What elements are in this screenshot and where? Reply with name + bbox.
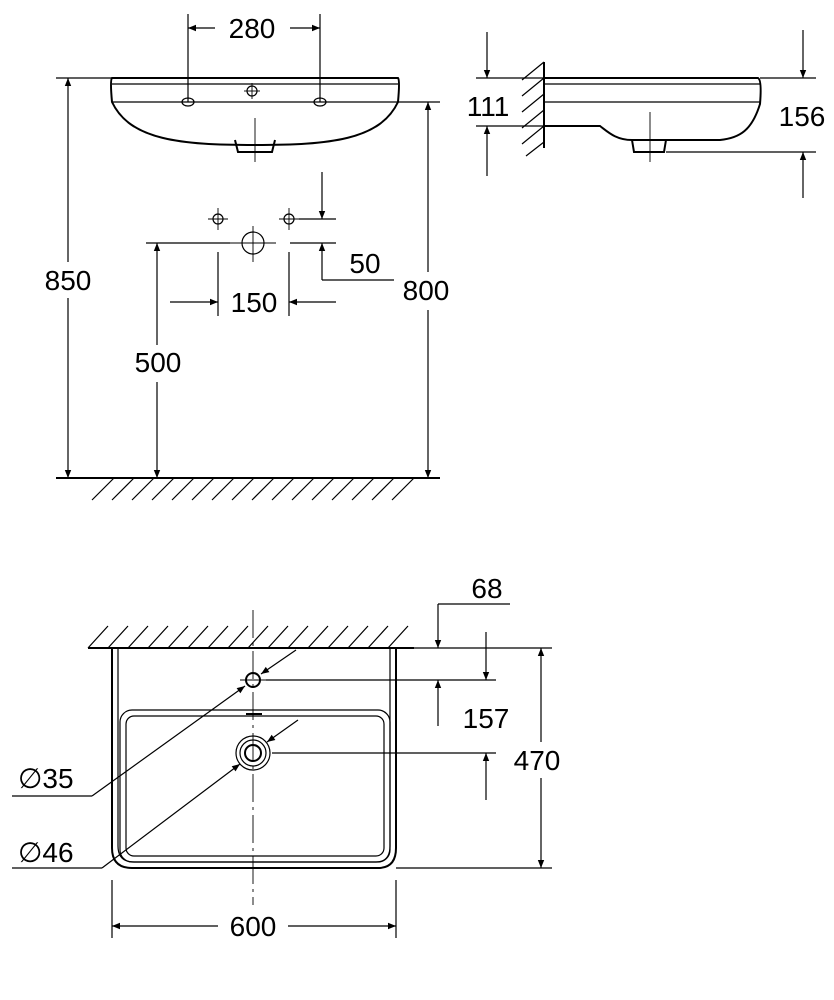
basin-top-outline: [111, 648, 397, 869]
dim-wall-offset: 68: [471, 573, 502, 604]
basin-side-outline: [544, 77, 762, 141]
dim-rim-height: 800: [403, 275, 450, 306]
top-view: 68 157 470 600 ∅35 ∅46: [12, 573, 560, 942]
side-view: 111 156: [467, 30, 826, 198]
wall-hatch-top: [87, 625, 409, 649]
dim-projection: 470: [514, 745, 561, 776]
wall-fixing-left: [208, 208, 228, 230]
dim-fixing-offset: 50: [349, 248, 380, 279]
waste-drain: [235, 735, 271, 771]
wall-waste-outlet: [230, 226, 276, 262]
dim-total-height: 850: [45, 265, 92, 296]
dim-waste-height: 500: [135, 347, 182, 378]
dim-waste-dia: ∅46: [18, 837, 74, 868]
front-view: 280 850 800 150: [45, 13, 450, 501]
dim-taphole-offset: 157: [463, 703, 510, 734]
dim-width: 600: [230, 911, 277, 942]
dim-tap-spacing: 280: [229, 13, 276, 44]
dim-depth-lower: 156: [779, 101, 826, 132]
dim-depth-upper: 111: [467, 91, 510, 122]
dim-fixing-spacing: 150: [231, 287, 278, 318]
dim-taphole-dia: ∅35: [18, 763, 74, 794]
wall-hatch-side: [521, 61, 545, 157]
taphole: [240, 672, 266, 688]
rim-taphole: [244, 83, 260, 99]
bowl-inner: [119, 709, 391, 863]
wall-fixing-right: [279, 208, 299, 230]
floor-hatch: [56, 477, 440, 501]
